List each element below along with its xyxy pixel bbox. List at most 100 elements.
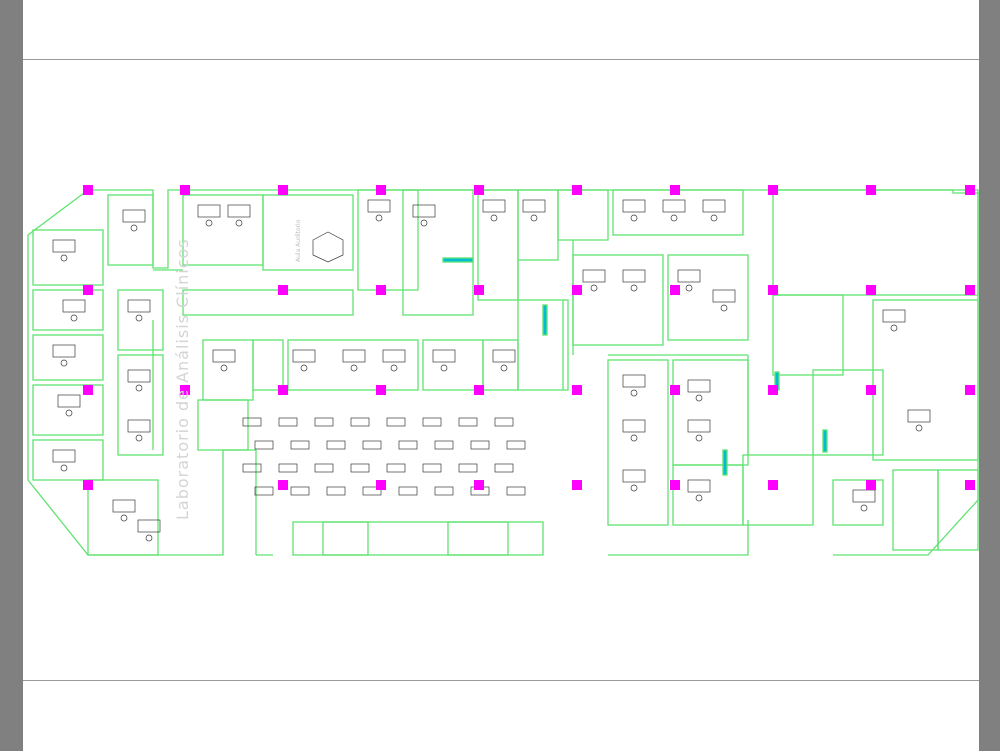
office-room [672,464,744,526]
waiting-seat [422,463,442,473]
west-wing-room [32,229,104,286]
waiting-seat [458,417,478,427]
auditorium-stage [312,231,344,263]
lab-title-label: Laboratorio de Análisis Clínicos [173,238,192,520]
waiting-seat [398,440,418,450]
column [866,285,876,295]
desk [622,269,646,283]
waiting-seat [494,463,514,473]
west-office-room [117,289,164,351]
desk [882,309,906,323]
west-lab-room [107,194,154,266]
column [965,285,975,295]
office-room [892,469,939,551]
desk [342,349,366,363]
south-strip [292,521,544,556]
desk [662,199,686,213]
outer-wall-east [833,193,979,556]
column [278,285,288,295]
chair [630,434,638,442]
desk [112,499,136,513]
equipment-room [812,369,884,456]
column [572,480,582,490]
column [768,185,778,195]
chair [915,424,923,432]
west-wing-room [32,439,104,481]
structural-columns [83,185,975,490]
desk [412,204,436,218]
desk [127,419,151,433]
highlight-fixture [822,429,828,453]
desk [687,419,711,433]
column [376,385,386,395]
desk [492,349,516,363]
waiting-seat [434,486,454,496]
desk [852,489,876,503]
chair [860,504,868,512]
column [83,285,93,295]
waiting-seat [350,417,370,427]
column [474,385,484,395]
waiting-seat [326,440,346,450]
chair [235,219,243,227]
chair [695,494,703,502]
lab-room [572,254,664,346]
desk [227,204,251,218]
chair [630,389,638,397]
desk [122,209,146,223]
chair [145,534,153,542]
highlight-fixture [722,449,728,476]
chair [630,284,638,292]
chair [65,409,73,417]
exam-row [287,339,419,391]
office-row [612,189,744,236]
waiting-seat [434,440,454,450]
chair [420,219,428,227]
column [278,185,288,195]
waiting-seat [254,486,274,496]
exam-column [607,359,669,526]
desk [622,419,646,433]
chair [710,214,718,222]
desk [197,204,221,218]
chair [530,214,538,222]
office-room [937,469,979,551]
desk [677,269,701,283]
walls [27,189,979,556]
waiting-seat [386,417,406,427]
chair [630,484,638,492]
waiting-seat [290,440,310,450]
column [965,480,975,490]
waiting-seat [506,440,526,450]
column [376,185,386,195]
chair [375,214,383,222]
desk [127,369,151,383]
chair [220,364,228,372]
chair [390,364,398,372]
column [572,185,582,195]
chair [130,224,138,232]
chair [205,219,213,227]
desk [52,239,76,253]
column [670,480,680,490]
column [83,480,93,490]
waiting-seat [278,417,298,427]
column [376,285,386,295]
column [768,385,778,395]
chair [300,364,308,372]
desk [622,374,646,388]
west-wing-room [32,384,104,436]
equipment-room [872,299,979,461]
office-room [832,479,884,526]
desk [212,349,236,363]
chair [60,464,68,472]
desk [52,344,76,358]
waiting-seat [398,486,418,496]
chair [135,314,143,322]
lab-room [402,189,474,316]
sheet-top-border [23,59,979,60]
column [83,385,93,395]
column [670,385,680,395]
lab-room [667,254,749,341]
waiting-seat [242,463,262,473]
